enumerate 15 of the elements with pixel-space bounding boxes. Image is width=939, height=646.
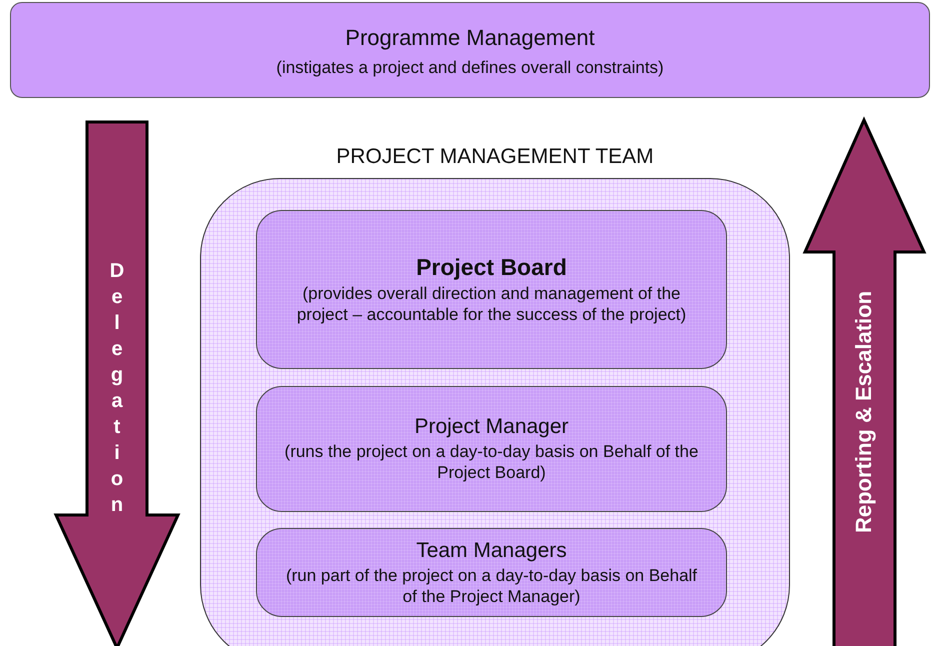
arrow-label: Reporting & Escalation (851, 290, 877, 534)
banner-heading: Programme Management (344, 25, 596, 51)
role-title: Team Managers (416, 538, 567, 562)
role-title: Project Board (416, 254, 567, 281)
banner-description: (instigates a project and defines overall constraints) (275, 57, 665, 78)
arrow-label: Delegation (106, 260, 128, 520)
role-description: (runs the project on a day-to-day basis on Behalf of the Project Board) (284, 441, 700, 483)
role-title: Project Manager (414, 415, 569, 439)
role-box (256, 210, 727, 369)
role-description: (provides overall direction and management of the project – accountable for the success of the project) (296, 283, 688, 325)
role-box (256, 528, 727, 617)
group-heading: PROJECT MANAGEMENT TEAM (335, 145, 655, 169)
programme-banner (10, 2, 930, 98)
role-box (256, 386, 727, 512)
role-description: (run part of the project on a day-to-day basis on Behalf of the Project Manager) (284, 564, 698, 606)
